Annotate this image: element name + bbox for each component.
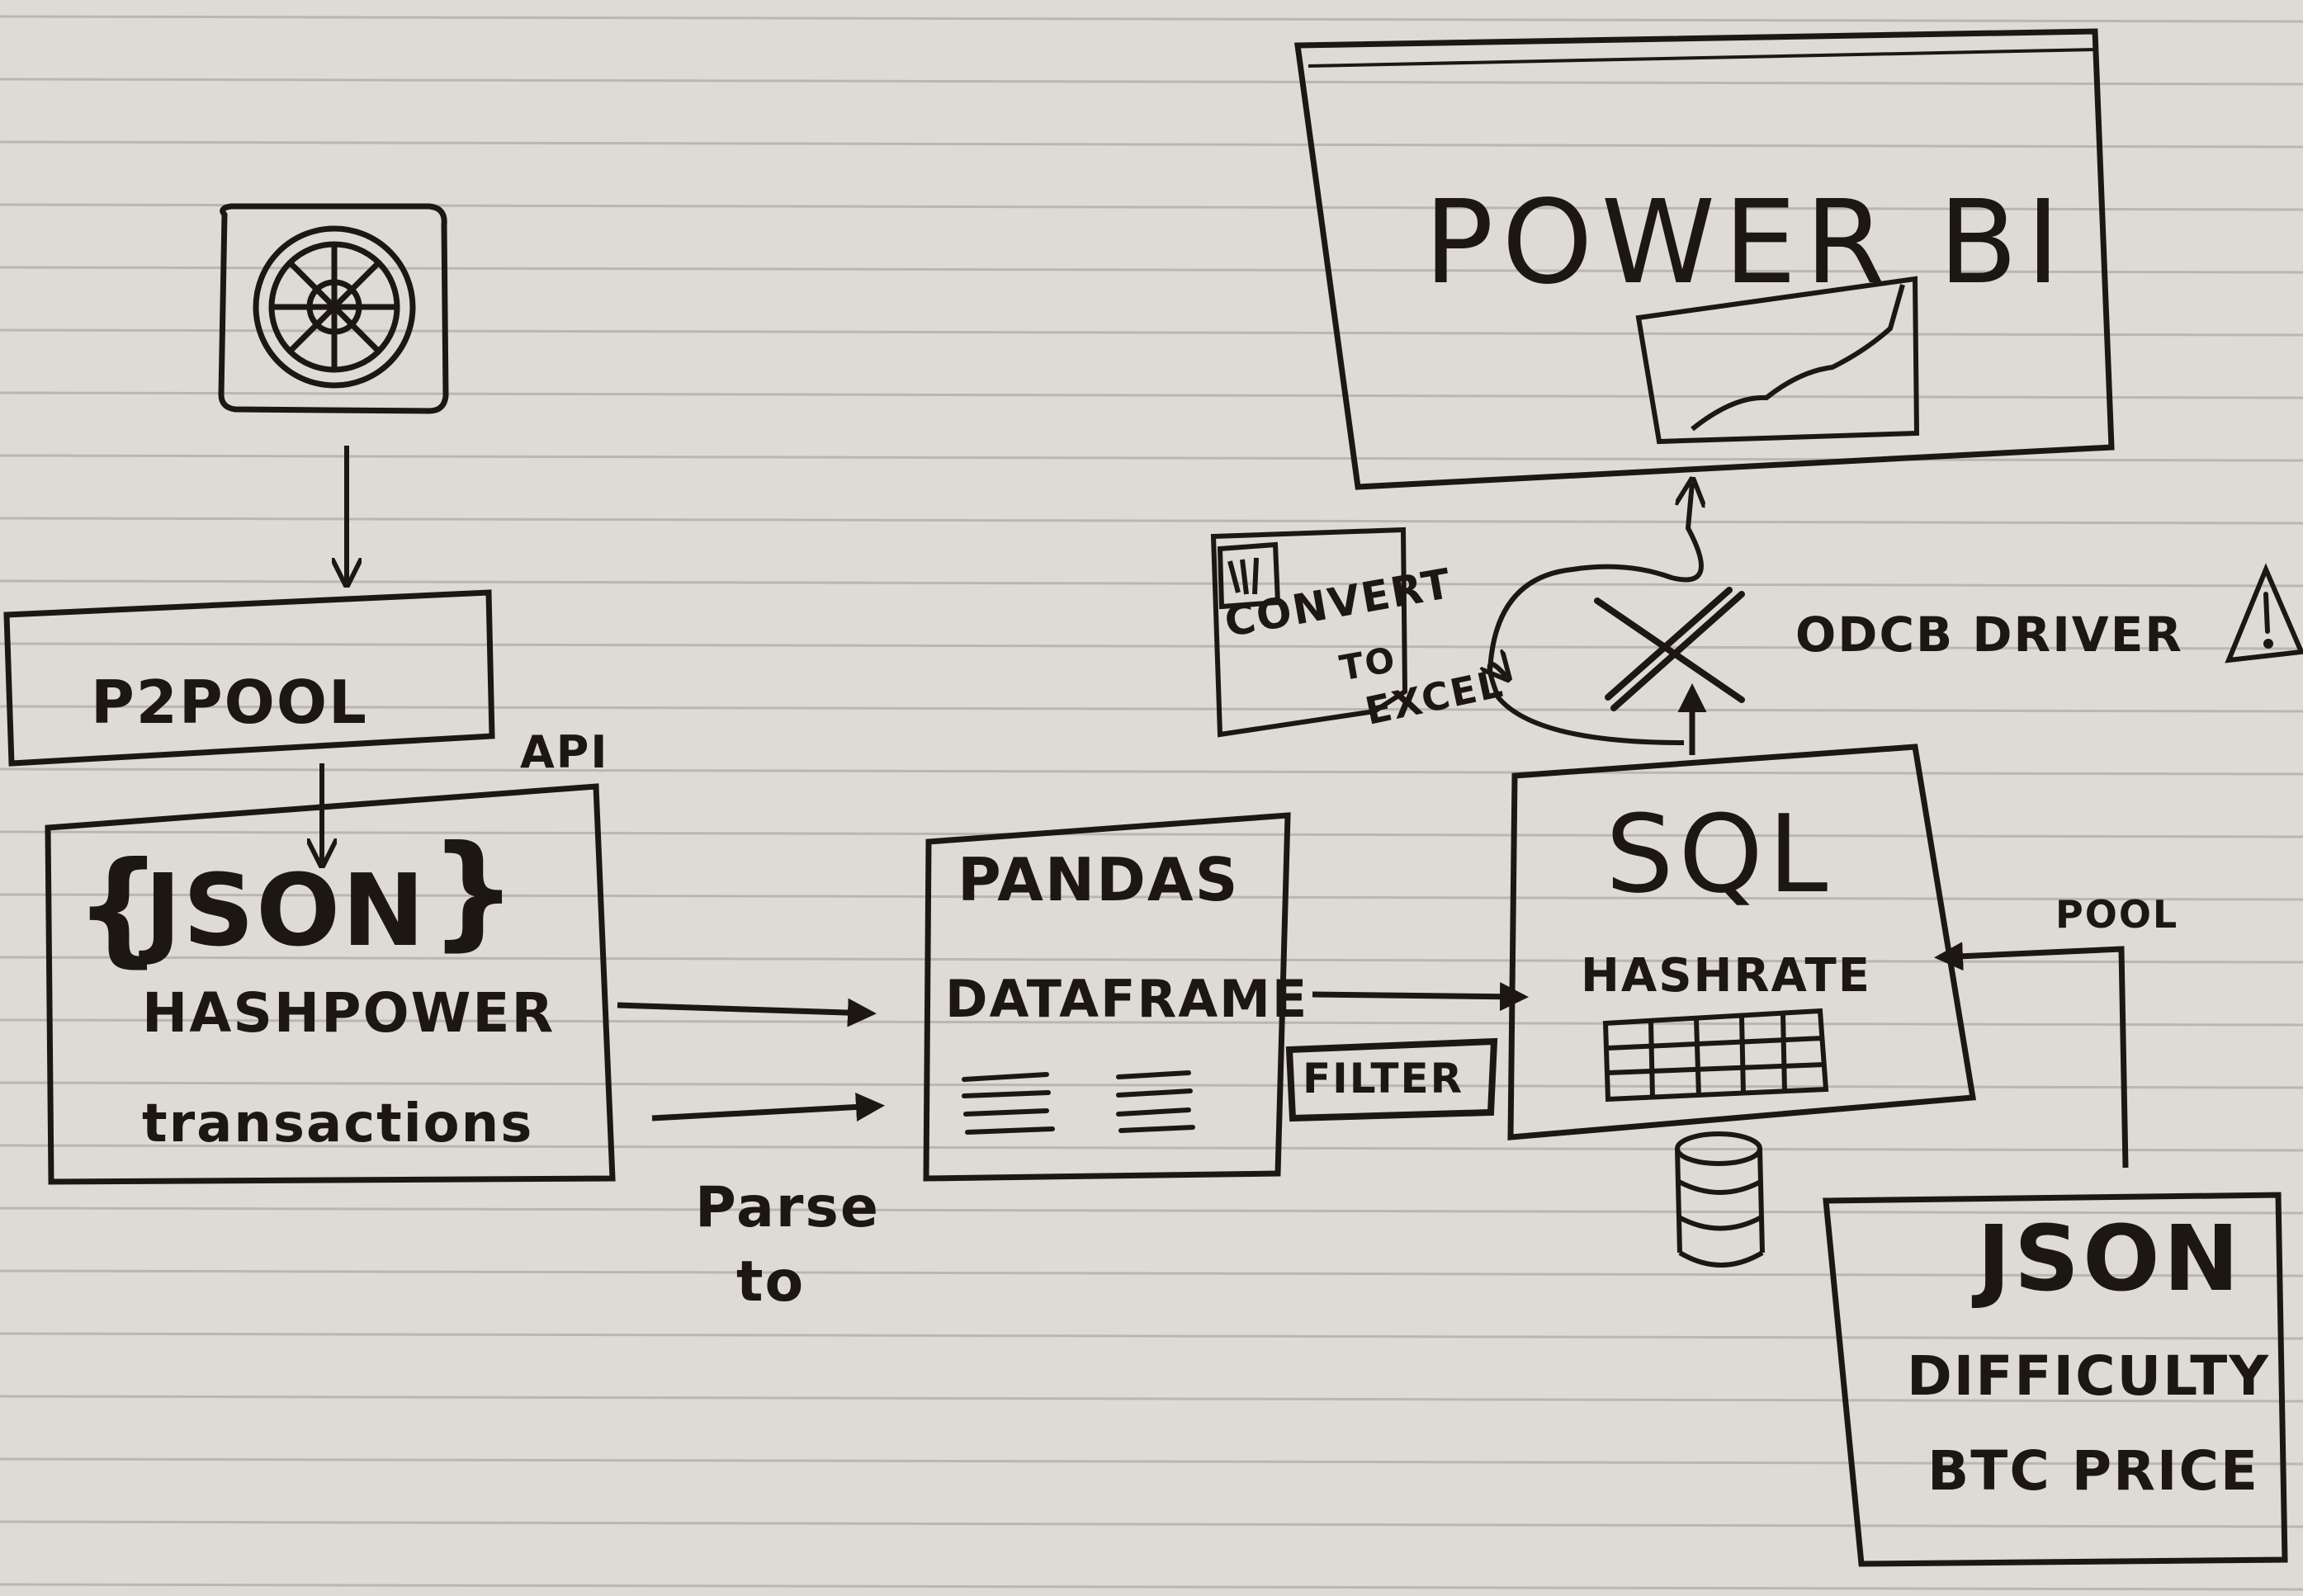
rule-line	[0, 1457, 2303, 1466]
difficulty-label: DIFFICULTY	[1907, 1344, 2271, 1408]
rule-line	[0, 1269, 2303, 1277]
rule-line	[0, 328, 2303, 337]
rule-line	[0, 78, 2303, 86]
rule-line	[0, 956, 2303, 964]
to-label: to	[736, 1249, 806, 1315]
json-to-sql-pool-arrow	[1934, 942, 2129, 1169]
rule-line	[0, 15, 2303, 23]
pandas-to-sql-arrow	[1312, 982, 1529, 1012]
powerbi-box-top-line	[1308, 48, 2097, 68]
p2pool-box	[3, 589, 495, 767]
excel-file-icon	[1217, 541, 1281, 610]
external-json-box	[1823, 1192, 2288, 1567]
rule-line	[0, 1583, 2303, 1591]
to-excel-label: TO	[1336, 639, 1400, 689]
fan-wheel-icon	[218, 203, 449, 414]
rule-line	[0, 140, 2303, 149]
rule-line	[0, 1206, 2303, 1215]
transactions-to-pandas-arrow	[651, 1093, 885, 1121]
dataframe-subtitle: DATAFRAME	[945, 969, 1309, 1029]
pandas-box	[923, 812, 1291, 1182]
powerbi-box	[1293, 28, 2115, 490]
rule-line	[0, 1395, 2303, 1403]
crossed-out-driver-x-icon	[1594, 587, 1745, 711]
rule-line	[0, 579, 2303, 588]
rule-line	[0, 705, 2303, 713]
parse-label: Parse	[695, 1175, 881, 1240]
pandas-title: PANDAS	[958, 845, 1240, 914]
transactions-field: transactions	[142, 1093, 534, 1155]
hashpower-field: HASHPOWER	[142, 981, 556, 1045]
sql-title: SQL	[1605, 791, 1833, 917]
external-json-title: JSON	[1977, 1206, 2243, 1311]
database-cylinder-icon	[1675, 1131, 1765, 1268]
rule-line	[0, 391, 2303, 399]
odcb-driver-label: ODCB DRIVER	[1795, 607, 2183, 663]
json-source-box	[45, 783, 616, 1185]
rule-line	[0, 1081, 2303, 1089]
json-close-brace: }	[429, 819, 518, 963]
p2pool-label: P2POOL	[91, 668, 368, 737]
powerbi-title: POWER BI	[1424, 176, 2069, 310]
hashpower-to-pandas-arrow	[617, 998, 877, 1027]
sql-box	[1507, 744, 1977, 1140]
rule-line	[0, 830, 2303, 838]
rule-line	[0, 767, 2303, 776]
notebook-rule-lines	[0, 15, 2303, 1591]
rule-line	[0, 1520, 2303, 1528]
excel-to-powerbi-curve	[1487, 483, 1701, 673]
rule-line	[0, 893, 2303, 901]
dataframe-lines-icon	[962, 1070, 1195, 1135]
rule-line	[0, 517, 2303, 525]
api-label: API	[520, 726, 609, 778]
rule-line	[0, 1018, 2303, 1027]
hashrate-label: HASHRATE	[1581, 949, 1871, 1003]
warning-triangle-icon	[2225, 563, 2303, 663]
btc-price-label: BTC PRICE	[1927, 1439, 2260, 1503]
rule-line	[0, 642, 2303, 650]
line-chart-icon	[1635, 276, 1920, 445]
json-open-brace: {	[74, 836, 163, 980]
json-source-title: JSON	[144, 854, 427, 969]
hashrate-table-grid-icon	[1602, 1008, 1829, 1103]
pool-label: POOL	[2055, 892, 2179, 937]
filter-label: FILTER	[1303, 1055, 1464, 1103]
excel-file-box	[1210, 526, 1408, 738]
filter-box	[1285, 1037, 1498, 1122]
rule-line	[0, 1144, 2303, 1152]
rule-line	[0, 1332, 2303, 1340]
